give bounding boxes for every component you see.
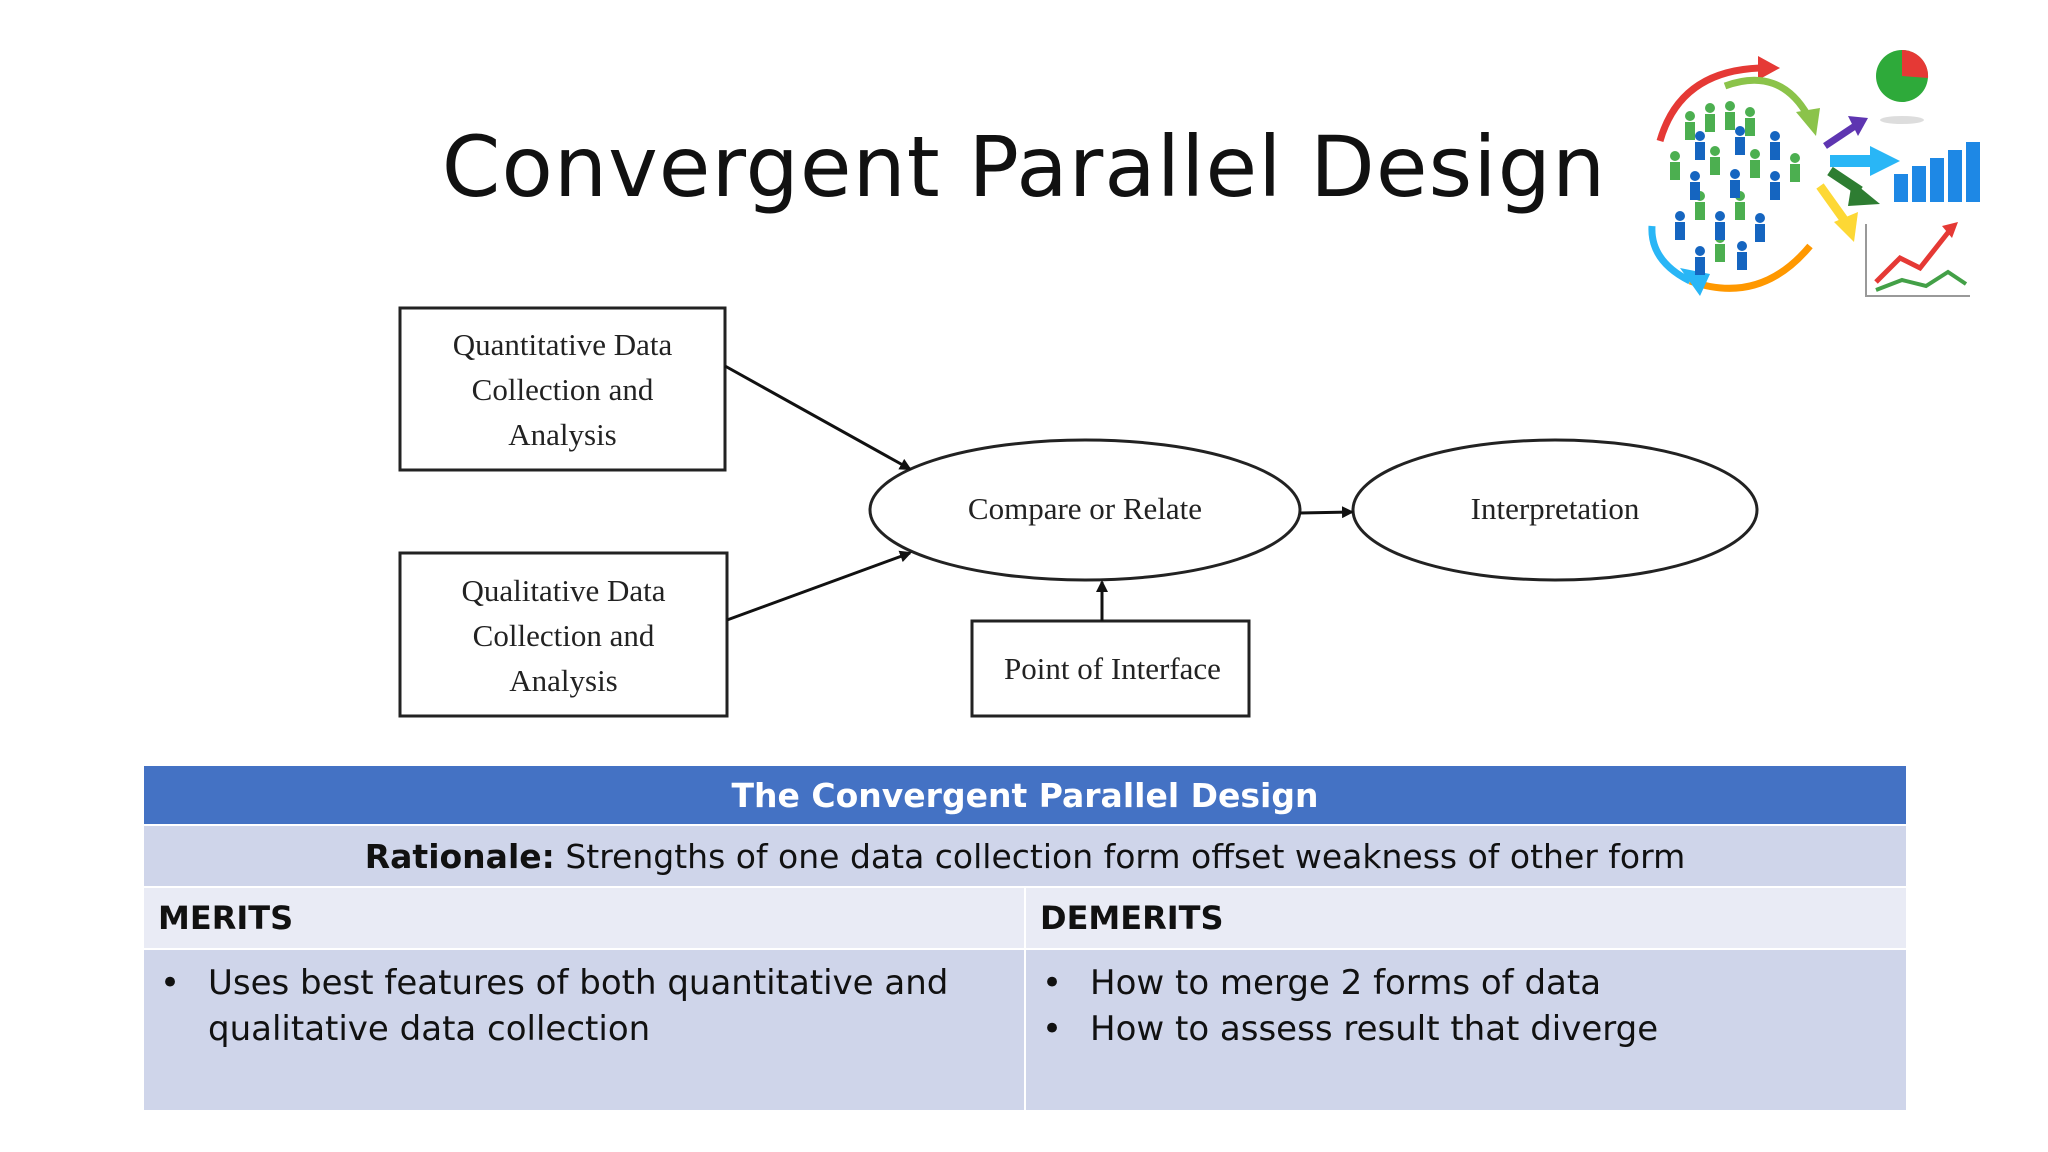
qualitative-box — [398, 551, 729, 718]
data-analysis-illustration — [1648, 49, 1980, 297]
compare-label: Compare or Relate — [967, 490, 1203, 526]
line-chart-icon — [1865, 222, 1970, 297]
rationale-row: Rationale: Strengths of one data collect… — [141, 824, 1909, 888]
quantitative-label: Quantitative Data Collection and Analysi… — [452, 326, 673, 452]
interface-label: Point of Interface — [1004, 650, 1221, 686]
qualitative-label: Qualitative Data Collection and Analysis — [461, 572, 666, 698]
interface-box — [970, 619, 1251, 718]
arrow-qualitative-to-compare — [726, 550, 912, 622]
merits-list: Uses best features of both quantitative … — [158, 960, 1004, 1052]
rationale-text: Strengths of one data collection form of… — [554, 836, 1686, 876]
diagram-canvas — [398, 306, 1759, 718]
bar-chart-icon — [1894, 142, 1980, 202]
rationale-label: Rationale: — [364, 836, 555, 876]
demerits-heading: DEMERITS — [1023, 886, 1909, 950]
rationale-cell: Rationale: Strengths of one data collect… — [141, 824, 1909, 888]
merits-cell: Uses best features of both quantitative … — [142, 948, 1026, 1112]
list-item: How to assess result that diverge — [1042, 1006, 1886, 1052]
list-item: How to merge 2 forms of data — [1042, 960, 1886, 1006]
content-row: Uses best features of both quantitative … — [142, 948, 1909, 1112]
demerits-list: How to merge 2 forms of data How to asse… — [1040, 960, 1886, 1052]
arrow-compare-to-interpretation — [1299, 506, 1354, 519]
slide-title: Convergent Parallel Design — [441, 118, 1607, 216]
convergent-design-diagram: Quantitative Data Collection and Analysi… — [390, 298, 1770, 728]
quantitative-box — [398, 306, 727, 472]
demerits-cell: How to merge 2 forms of data How to asse… — [1023, 948, 1909, 1112]
design-summary-table: The Convergent Parallel Design Rationale… — [141, 764, 1909, 1112]
people-crowd-icon — [1670, 101, 1800, 275]
pie-chart-icon — [1876, 49, 1929, 124]
list-item: Uses best features of both quantitative … — [160, 960, 1004, 1052]
table-header-row: The Convergent Parallel Design — [141, 764, 1909, 826]
column-heading-row: MERITS DEMERITS — [142, 886, 1909, 950]
arrow-quantitative-to-compare — [724, 364, 912, 471]
interpretation-label: Interpretation — [1470, 490, 1640, 526]
compare-ellipse — [868, 438, 1302, 582]
merits-heading: MERITS — [142, 886, 1026, 950]
table-header: The Convergent Parallel Design — [141, 764, 1909, 826]
arrows-icon — [1648, 56, 1900, 296]
